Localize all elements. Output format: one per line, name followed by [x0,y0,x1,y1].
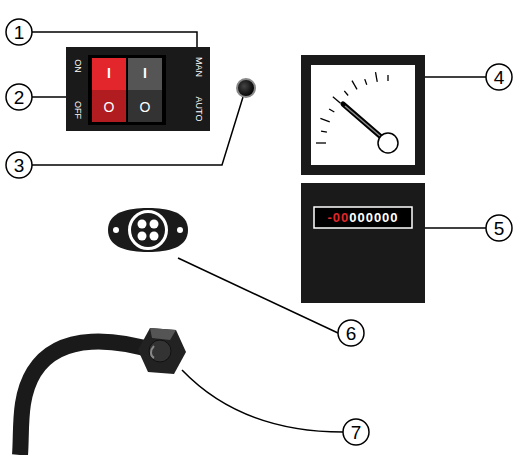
gauge-tick [352,81,357,90]
callout-circle [338,320,364,346]
switch-symbol: I [107,66,111,80]
counter-window [314,207,412,228]
gauge-tick [344,91,348,96]
switch-legend: MAN [194,57,203,77]
connector-flange [108,208,188,252]
gauge-frame [301,55,425,175]
counter-digits: 000000 [349,211,398,224]
gauge-pivot [378,133,398,153]
gland-highlight [151,346,154,358]
connector-face [131,213,165,247]
callout-circle [486,215,512,241]
callout-number: 4 [494,68,505,87]
connector-pin [150,220,159,229]
grey-switch-top [128,58,162,90]
leader-lines [32,32,486,432]
gauge-needle-highlight [345,106,380,136]
switch-housing [66,47,210,131]
mounting-hole [177,227,183,233]
cable [20,342,158,455]
connector-pin [138,220,147,229]
callout-circle [6,84,32,110]
callout-number: 1 [14,23,25,42]
round-connector [108,208,188,252]
gauge-tick [321,131,327,132]
leader-line [32,32,197,47]
switch-legend: AUTO [194,97,203,122]
counter-digits: -00 [327,211,349,224]
callout-number: 2 [14,88,25,107]
analog-gauge [301,55,425,175]
gauge-tick [316,142,326,143]
leader-line [425,76,486,78]
switch-symbol: I [143,66,147,80]
callout-number: 3 [14,156,25,175]
gauge-tick [333,97,341,103]
indicator-lamp [237,79,255,97]
hour-counter [301,183,425,303]
switch-panel [66,47,210,131]
counter-readout: -00000000 [327,211,398,224]
gland-nut [138,328,186,374]
gland-facet [150,328,176,340]
callout-circle [6,19,32,45]
gland-body [149,340,171,362]
gauge-tick [387,75,388,81]
leader-line [425,227,486,229]
callout-circle [343,419,369,445]
callout-circle [6,152,32,178]
gauge-tick [375,72,377,82]
counter-housing [301,183,425,303]
switch-symbol: O [104,100,115,114]
callout-number: 5 [494,219,505,238]
switch-symbol: O [140,100,151,114]
gauge-tick [365,79,367,85]
red-switch-bottom [92,90,126,122]
gauge-tick [320,118,329,121]
callout-circles [6,19,512,445]
grey-switch-bottom [128,90,162,122]
leader-line [182,370,343,432]
gauge-ticks [316,72,388,143]
callout-circle [486,64,512,90]
leader-line [32,96,67,98]
callout-number: 6 [346,324,357,343]
gauge-face [311,65,415,165]
red-switch-top [92,58,126,90]
callout-number: 7 [351,423,362,442]
switch-legend: OFF [73,101,82,119]
connector-pin [138,232,147,241]
cable-gland [20,328,186,455]
connector-ring [127,209,169,251]
gauge-tick [329,109,334,112]
switch-legend: ON [73,59,82,73]
connector-pin [150,232,159,241]
mounting-hole [113,227,119,233]
switch-bezel [88,55,166,125]
